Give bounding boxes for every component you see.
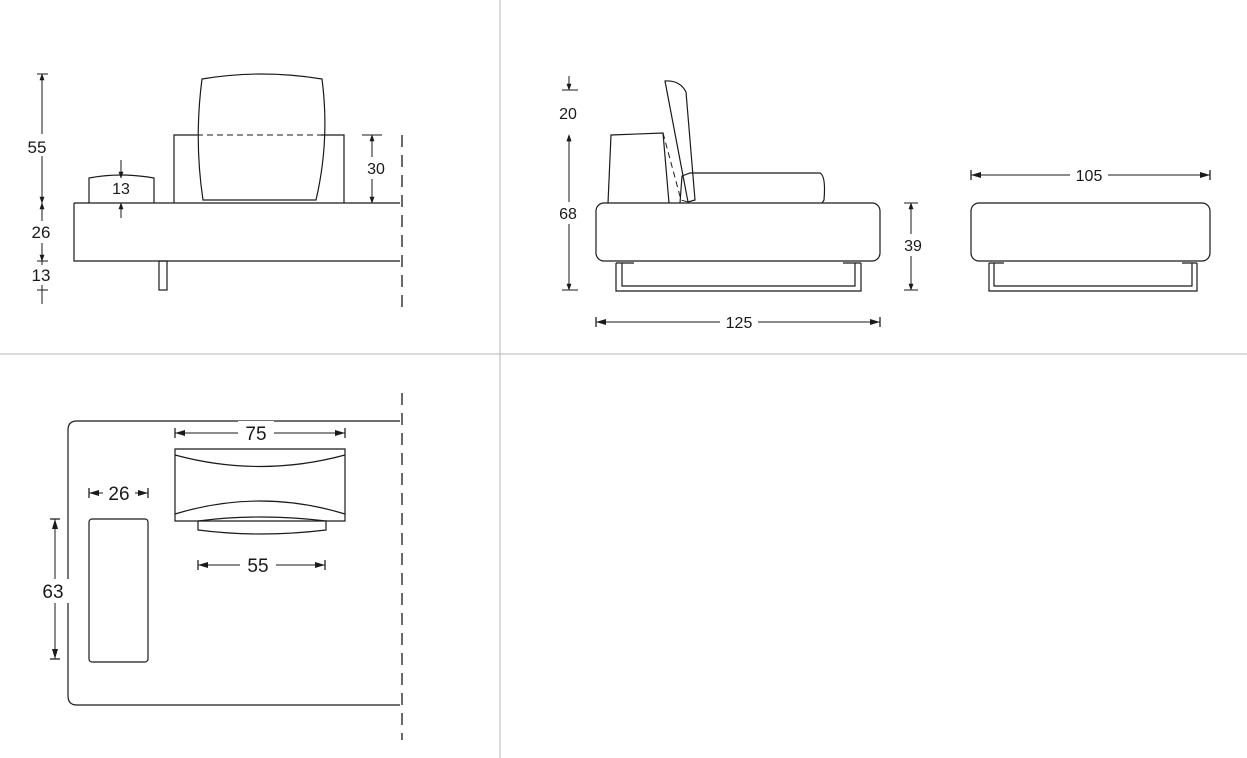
ottoman-body — [970, 202, 1211, 262]
plan-seat-outline — [67, 420, 400, 706]
dim-label-105: 105 — [1076, 168, 1103, 185]
dim-gap-75 — [238, 421, 274, 445]
dim-arrow-125-right — [870, 319, 880, 325]
dim-label-75: 75 — [245, 424, 266, 445]
side-view: 20 68 39 125 — [554, 76, 926, 332]
side-sled-leg — [615, 262, 862, 292]
side-seat-base — [595, 202, 881, 262]
dim-arrow-63-bottom — [52, 649, 58, 659]
dim-gap-55 — [22, 134, 52, 156]
dim-label-68: 68 — [559, 206, 577, 223]
dim-gap-125 — [720, 312, 758, 332]
front-leg — [158, 260, 168, 291]
dim-arrow-75-left — [175, 430, 185, 436]
ottoman-sled-leg — [988, 262, 1198, 292]
dim-label-armrest-26: 26 — [108, 484, 129, 505]
ottoman-view: 105 — [970, 165, 1211, 292]
side-seat-cushion — [679, 172, 826, 204]
dim-gap-63 — [38, 579, 72, 603]
dim-gap-30 — [362, 157, 388, 179]
plan-armrest — [88, 518, 149, 663]
dim-arrow-63-top — [52, 519, 58, 529]
plan-backrest-frame — [174, 448, 346, 522]
plan-view: 75 26 63 55 — [38, 393, 403, 740]
dim-arrow-75-right — [335, 430, 345, 436]
dim-gap-26-plan — [103, 481, 135, 505]
dim-label-armrest-13: 13 — [112, 181, 130, 198]
dim-arrow-55-left — [198, 562, 208, 568]
dim-arrow-26-left — [89, 490, 99, 496]
front-back-cushion — [197, 73, 326, 201]
front-back-frame — [173, 134, 345, 203]
dim-label-20: 20 — [559, 106, 577, 123]
front-seat-base — [73, 202, 400, 262]
dim-arrow-26-right — [138, 490, 148, 496]
side-backrest — [664, 80, 696, 203]
front-view: 55 26 13 13 30 — [22, 73, 403, 308]
dim-label-seat-26: 26 — [32, 223, 51, 242]
dim-label-30: 30 — [367, 161, 385, 178]
dim-gap-leg — [28, 265, 56, 285]
dim-gap-26 — [26, 221, 56, 243]
dim-label-39: 39 — [904, 238, 922, 255]
plan-back-cushion — [197, 516, 327, 535]
dim-arrow-105-left — [971, 172, 981, 178]
dim-label-leg-13: 13 — [32, 266, 51, 285]
dim-gap-39 — [898, 234, 926, 256]
dim-arrow-105-right — [1200, 172, 1210, 178]
plan-backrest-curve-bottom — [174, 500, 346, 515]
dim-label-cushion-55: 55 — [247, 556, 268, 577]
dim-label-55: 55 — [28, 138, 47, 157]
dim-arrow-55-right — [315, 562, 325, 568]
side-armrest — [607, 132, 670, 204]
dim-gap-105 — [1070, 165, 1108, 185]
side-backrest-hidden — [662, 132, 689, 203]
dim-label-125: 125 — [726, 315, 753, 332]
dim-gap-55-plan — [240, 553, 276, 577]
dim-gap-68 — [554, 202, 584, 224]
dim-label-63: 63 — [42, 582, 63, 603]
plan-backrest-curve-top — [174, 454, 346, 468]
dim-arrow-125-left — [596, 319, 606, 325]
